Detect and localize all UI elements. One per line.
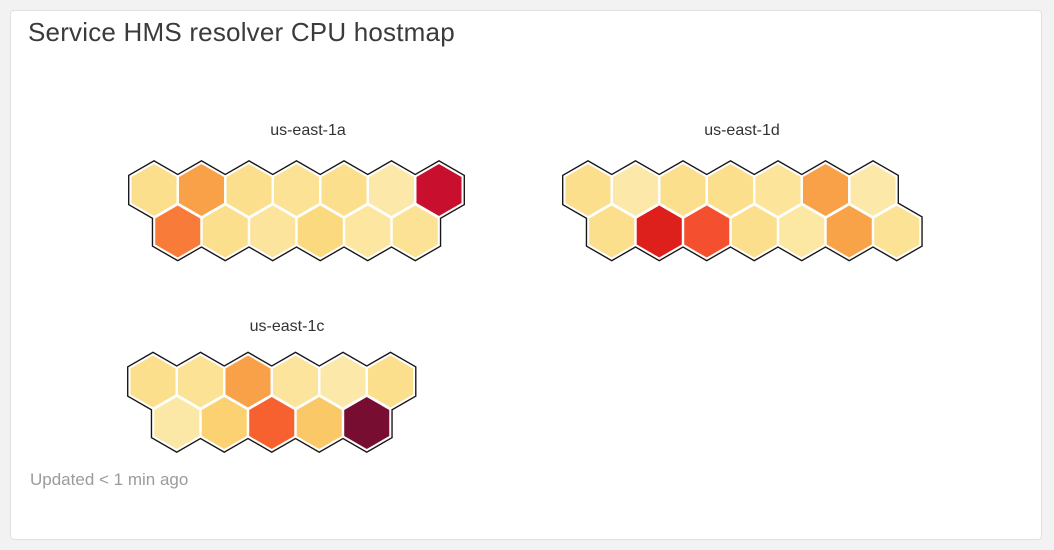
host-hexagon[interactable]	[250, 205, 296, 258]
host-hexagon[interactable]	[321, 164, 367, 216]
widget-title: Service HMS resolver CPU hostmap	[28, 17, 455, 47]
host-hexagon[interactable]	[565, 164, 611, 216]
host-hexagon[interactable]	[367, 355, 414, 408]
host-hexagon[interactable]	[392, 205, 438, 258]
zone-label: us-east-1a	[270, 122, 346, 139]
zone-label: us-east-1c	[250, 318, 325, 335]
host-hexagon[interactable]	[802, 164, 849, 216]
host-hexagon[interactable]	[178, 164, 225, 216]
host-hexagon[interactable]	[731, 205, 777, 258]
host-hexagon[interactable]	[226, 164, 272, 216]
host-hexagon[interactable]	[344, 397, 390, 449]
host-hexagon[interactable]	[272, 355, 319, 408]
zone-label: us-east-1d	[704, 122, 780, 139]
host-hexagon[interactable]	[273, 164, 320, 216]
host-hexagon[interactable]	[225, 355, 271, 408]
host-hexagon[interactable]	[612, 164, 659, 216]
host-hexagon[interactable]	[850, 164, 896, 216]
host-hexagon[interactable]	[707, 164, 754, 216]
host-hexagon[interactable]	[155, 205, 201, 258]
host-hexagon[interactable]	[131, 164, 177, 216]
host-hexagon[interactable]	[368, 164, 415, 216]
host-hexagon[interactable]	[130, 355, 176, 408]
host-hexagon[interactable]	[177, 355, 224, 408]
host-hexagon[interactable]	[249, 397, 295, 449]
host-hexagon[interactable]	[589, 205, 635, 258]
host-hexagon[interactable]	[826, 205, 872, 258]
host-hexagon[interactable]	[320, 355, 366, 408]
host-hexagon[interactable]	[154, 397, 200, 449]
host-hexagon[interactable]	[755, 164, 801, 216]
hostmap-widget-card	[10, 10, 1042, 540]
host-hexagon[interactable]	[660, 164, 706, 216]
host-hexagon[interactable]	[297, 205, 343, 258]
host-hexagon[interactable]	[296, 397, 342, 449]
host-hexagon[interactable]	[636, 205, 682, 258]
host-hexagon[interactable]	[779, 205, 825, 258]
host-hexagon[interactable]	[201, 397, 247, 449]
updated-timestamp: Updated < 1 min ago	[30, 470, 189, 489]
host-hexagon[interactable]	[684, 205, 730, 258]
host-hexagon[interactable]	[874, 205, 920, 258]
host-hexagon[interactable]	[345, 205, 391, 258]
host-hexagon[interactable]	[416, 164, 462, 216]
host-hexagon[interactable]	[202, 205, 248, 258]
